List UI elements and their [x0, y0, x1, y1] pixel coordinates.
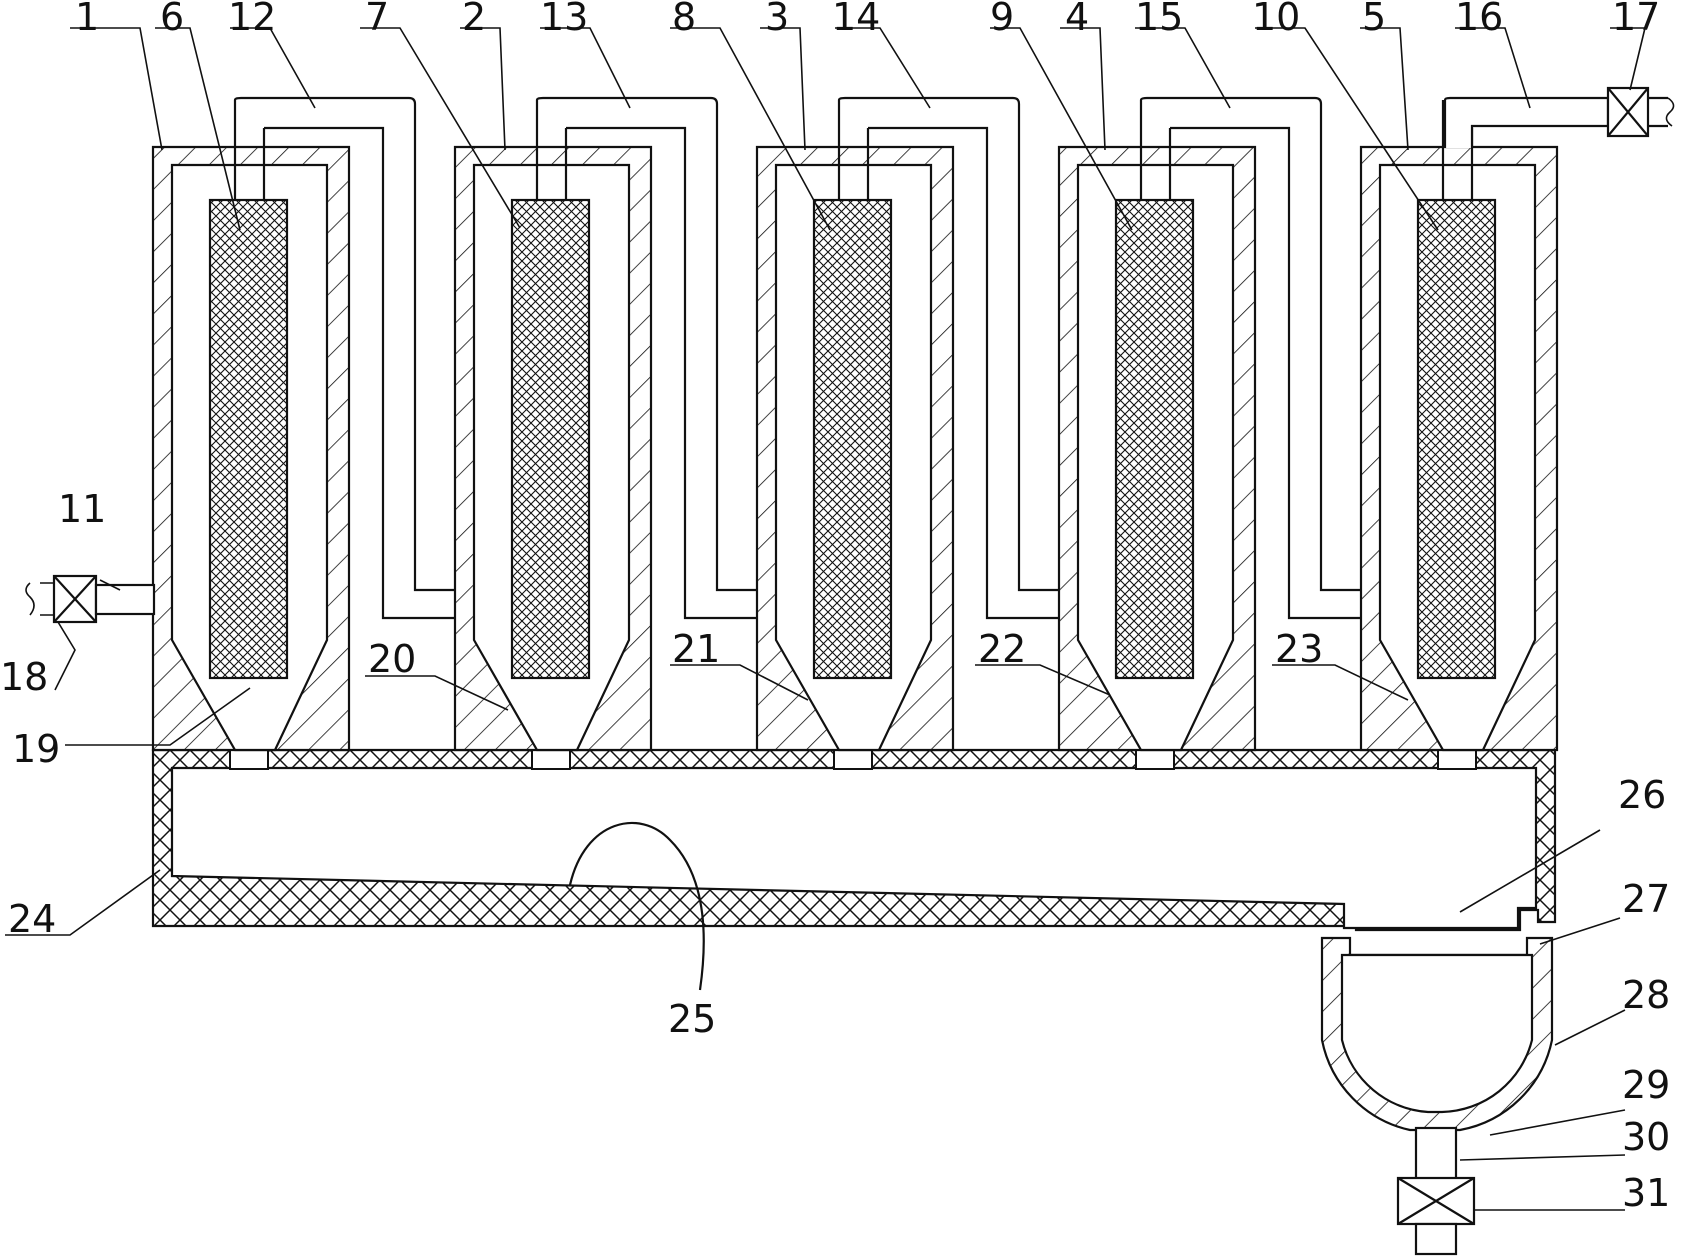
riser-pipe — [535, 100, 568, 200]
pipe-outer — [837, 96, 1059, 592]
label-26: 26 — [1618, 773, 1666, 817]
label-11: 11 — [58, 487, 106, 531]
label-4: 4 — [1065, 0, 1089, 39]
label-25: 25 — [668, 997, 716, 1041]
label-9: 9 — [990, 0, 1014, 39]
inlet-pipe — [25, 574, 156, 624]
pipe-outer — [233, 96, 455, 592]
label-24: 24 — [8, 897, 56, 941]
pipe-outer — [535, 96, 757, 592]
vessel-3 — [755, 100, 955, 752]
label-17: 17 — [1612, 0, 1660, 39]
vessel-1 — [151, 100, 351, 752]
label-3: 3 — [765, 0, 789, 39]
label-18: 18 — [0, 655, 48, 699]
riser-pipe — [837, 100, 870, 200]
label-22: 22 — [978, 627, 1026, 671]
outlet-gas-pipe — [1443, 86, 1675, 148]
pipe-inner — [1170, 126, 1361, 620]
riser-pipe — [1139, 100, 1172, 200]
label-16: 16 — [1455, 0, 1503, 39]
label-30: 30 — [1622, 1115, 1670, 1159]
outlet-pipe — [1414, 1126, 1458, 1182]
filter-element — [812, 198, 893, 680]
label-19: 19 — [12, 727, 60, 771]
label-12: 12 — [228, 0, 276, 39]
bottom-valve-icon — [1396, 1176, 1476, 1226]
leader-lines — [5, 27, 1647, 1211]
pipe-inner — [868, 126, 1059, 620]
label-28: 28 — [1622, 973, 1670, 1017]
label-7: 7 — [365, 0, 389, 39]
filter-element — [1416, 198, 1497, 680]
pipe-group — [233, 96, 1361, 620]
inlet-valve-icon — [52, 574, 98, 624]
label-8: 8 — [672, 0, 696, 39]
outlet-valve-icon — [1606, 86, 1650, 138]
label-29: 29 — [1622, 1063, 1670, 1107]
pipe-outer — [1139, 96, 1361, 592]
vessel-2 — [453, 100, 653, 752]
label-5: 5 — [1362, 0, 1386, 39]
riser-pipe — [233, 100, 266, 200]
label-1: 1 — [75, 0, 99, 39]
label-13: 13 — [540, 0, 588, 39]
pipe-inner — [566, 126, 757, 620]
connector-pipe-13 — [535, 96, 757, 620]
vessel-group — [151, 100, 1559, 752]
connector-pipe-12 — [233, 96, 455, 620]
filter-element — [1114, 198, 1195, 680]
label-15: 15 — [1135, 0, 1183, 39]
vessel-4 — [1057, 100, 1257, 752]
baffle-curve — [568, 822, 705, 991]
label-2: 2 — [462, 0, 486, 39]
label-23: 23 — [1275, 627, 1323, 671]
label-10: 10 — [1252, 0, 1300, 39]
label-20: 20 — [368, 637, 416, 681]
filter-element — [510, 198, 591, 680]
label-14: 14 — [832, 0, 880, 39]
label-21: 21 — [672, 627, 720, 671]
vessel-5 — [1359, 100, 1559, 752]
label-31: 31 — [1622, 1171, 1670, 1215]
labels: 1 6 12 7 2 13 8 3 14 9 4 15 10 5 16 17 1… — [0, 0, 1670, 1215]
collection-bowl — [1320, 936, 1554, 1256]
connector-pipe-15 — [1139, 96, 1361, 620]
pipe-inner — [264, 126, 455, 620]
label-27: 27 — [1622, 877, 1670, 921]
bottom-duct — [151, 748, 1557, 991]
label-6: 6 — [160, 0, 184, 39]
connector-pipe-14 — [837, 96, 1059, 620]
filter-element — [208, 198, 289, 680]
